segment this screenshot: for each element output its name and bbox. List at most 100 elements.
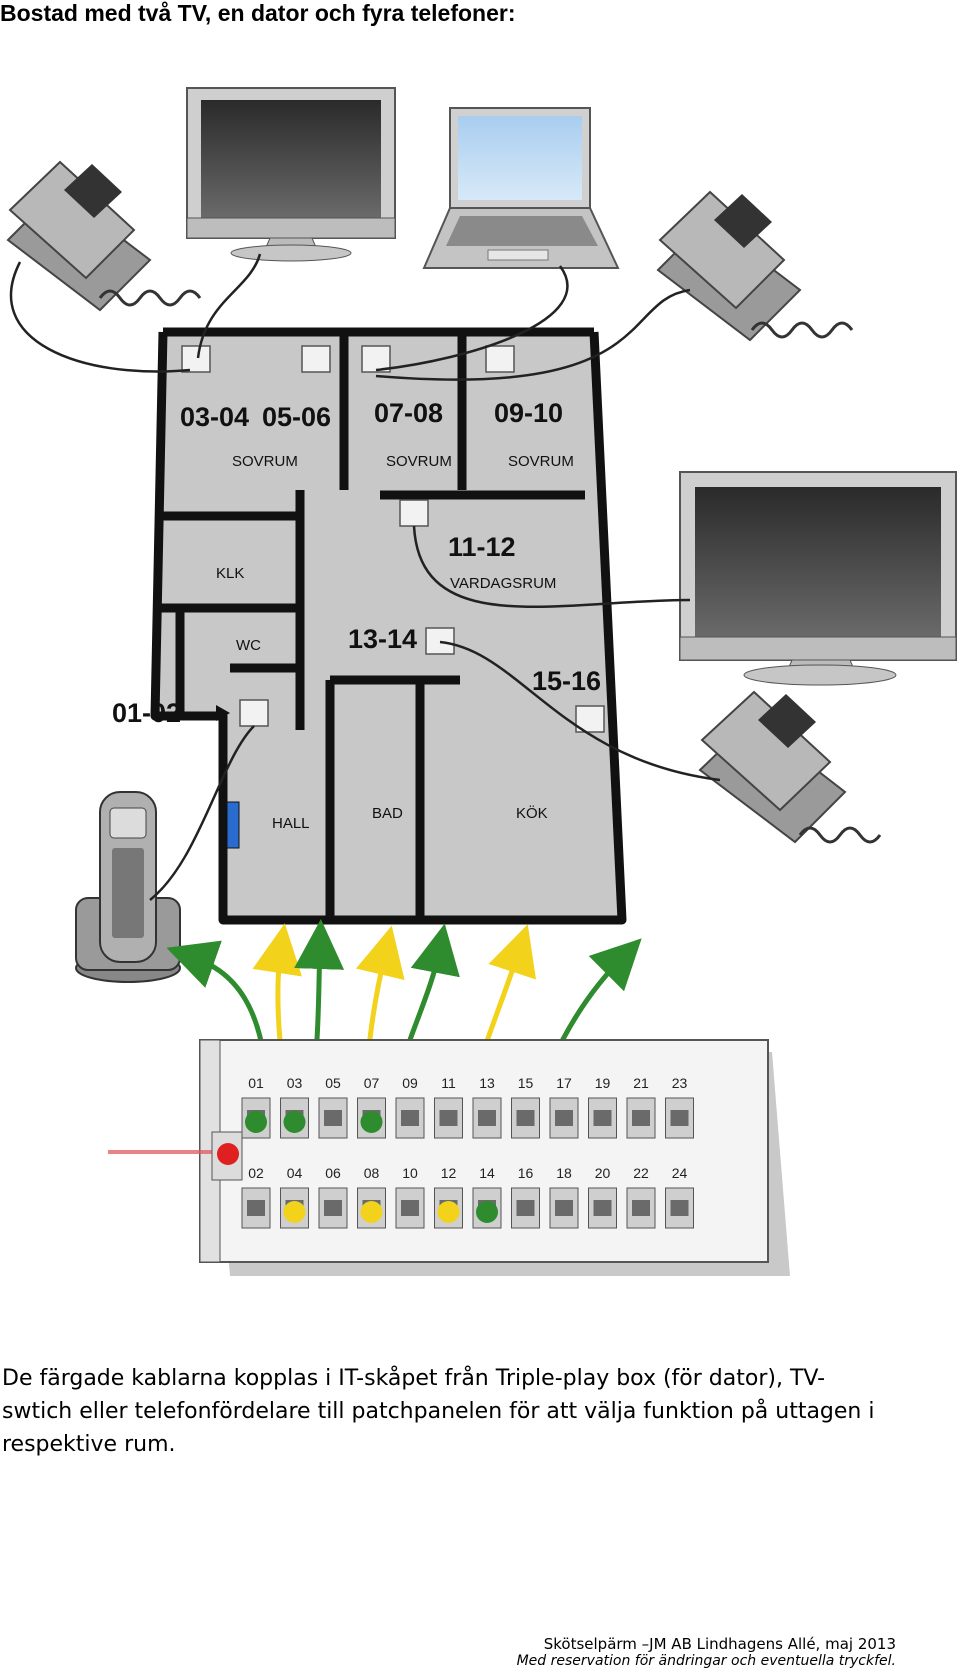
- patch-port: 05: [318, 1075, 348, 1139]
- patch-port-socket: [324, 1110, 342, 1126]
- patch-port: 06: [318, 1165, 348, 1229]
- patch-port: 02: [241, 1165, 271, 1229]
- patch-port: 22: [626, 1165, 656, 1229]
- patch-port-label: 19: [595, 1075, 611, 1091]
- patch-port-label: 09: [402, 1075, 418, 1091]
- patch-port-label: 20: [595, 1165, 611, 1181]
- room-label-hall: HALL: [272, 815, 310, 832]
- patch-port: 16: [511, 1165, 540, 1229]
- room-label-sovrum: SOVRUM: [386, 453, 452, 470]
- desk-phone-icon: [6, 160, 152, 312]
- patch-port: 21: [626, 1075, 656, 1139]
- patch-port-label: 11: [441, 1075, 456, 1091]
- patch-port-socket: [478, 1110, 496, 1126]
- patch-port: 11: [434, 1075, 463, 1139]
- patch-port-label: 22: [633, 1165, 649, 1181]
- patch-port-socket: [670, 1200, 689, 1216]
- patch-port-socket: [439, 1110, 458, 1126]
- floor-plan: [150, 327, 627, 925]
- patch-port-socket: [555, 1200, 573, 1216]
- footer-line-1: Skötselpärm –JM AB Lindhagens Allé, maj …: [543, 1635, 896, 1653]
- patch-cable-plug: [283, 1111, 306, 1133]
- patch-port-socket: [593, 1110, 612, 1126]
- patch-port: 23: [665, 1075, 694, 1139]
- port-grid: 01 03 05 07 09 11 13 15 17 19 21 23 02 04 06 08 10 12 14 16…: [241, 1075, 694, 1229]
- laptop-icon: [422, 107, 620, 269]
- patch-port-socket: [670, 1110, 689, 1126]
- patch-port-label: 13: [479, 1075, 495, 1091]
- patch-port-label: 17: [556, 1075, 572, 1091]
- patch-port-label: 21: [633, 1075, 649, 1091]
- patch-port-socket: [516, 1200, 535, 1216]
- patch-port: 15: [511, 1075, 540, 1139]
- patch-cable-plug: [245, 1111, 267, 1133]
- footer-line-2: Med reservation för ändringar och eventu…: [516, 1653, 896, 1669]
- patch-port: 17: [549, 1075, 579, 1139]
- room-label-klk: KLK: [216, 565, 244, 582]
- cordless-phone-icon: [75, 791, 181, 983]
- patch-port-label: 14: [479, 1165, 495, 1181]
- desk-phone-icon: [656, 190, 802, 342]
- patch-port: 20: [588, 1165, 617, 1229]
- patch-port-socket: [555, 1110, 573, 1126]
- phone-cord: [98, 289, 882, 844]
- patch-port-socket: [324, 1200, 342, 1216]
- caption: De färgade kablarna kopplas i IT-skåpet …: [2, 1366, 875, 1457]
- patch-port-socket: [593, 1200, 612, 1216]
- device-cable: [9, 253, 721, 901]
- patch-port-label: 18: [556, 1165, 572, 1181]
- patch-port: 18: [549, 1165, 579, 1229]
- patch-port-label: 10: [402, 1165, 418, 1181]
- room-label-sovrum: SOVRUM: [232, 453, 298, 470]
- wall-outlet: [181, 345, 605, 733]
- patch-port-label: 24: [672, 1165, 688, 1181]
- patch-cable-plug: [476, 1201, 498, 1223]
- network-diagram: 03-04 05-06 07-08 09-10 11-12 13-14 15-1…: [6, 87, 957, 1276]
- desk-phone-icon: [698, 690, 847, 844]
- outlet-label-05-06: 05-06: [262, 402, 331, 432]
- patch-port-label: 02: [248, 1165, 264, 1181]
- patch-port: 19: [588, 1075, 617, 1139]
- patch-port-label: 07: [364, 1075, 380, 1091]
- patch-port-label: 04: [287, 1165, 303, 1181]
- patch-port: 09: [395, 1075, 425, 1139]
- patch-port-socket: [632, 1200, 650, 1216]
- outlet-label-07-08: 07-08: [374, 398, 443, 428]
- room-label-vardagsrum: VARDAGSRUM: [450, 575, 556, 592]
- patch-port-label: 12: [441, 1165, 457, 1181]
- patch-cable-plug: [283, 1201, 306, 1223]
- room-label-bad: BAD: [372, 805, 403, 822]
- patch-port: 07: [357, 1075, 386, 1139]
- patch-port: 04: [280, 1165, 309, 1229]
- patch-port-socket: [632, 1110, 650, 1126]
- patch-port: 14: [472, 1165, 502, 1229]
- tv-icon: [679, 471, 957, 686]
- patch-port: 24: [665, 1165, 694, 1229]
- outlet-label-03-04: 03-04: [180, 402, 249, 432]
- patch-cable-plug: [360, 1111, 383, 1133]
- outlet-label-15-16: 15-16: [532, 666, 601, 696]
- outlet-label-01-02: 01-02: [112, 698, 181, 728]
- room-label-kok: KÖK: [516, 804, 548, 822]
- outlet-label-13-14: 13-14: [348, 624, 417, 654]
- patch-port-label: 06: [325, 1165, 341, 1181]
- patch-port: 01: [241, 1075, 271, 1139]
- patch-port-label: 03: [287, 1075, 303, 1091]
- patch-port: 03: [280, 1075, 309, 1139]
- patch-port-label: 16: [518, 1165, 534, 1181]
- patch-port-label: 15: [518, 1075, 534, 1091]
- patch-port-label: 08: [364, 1165, 380, 1181]
- outlet-label-11-12: 11-12: [448, 532, 516, 562]
- tv-icon: [186, 87, 396, 262]
- patch-port: 08: [357, 1165, 386, 1229]
- input-jack: [211, 1131, 243, 1181]
- arrow-icon: [186, 705, 230, 721]
- patch-port-label: 23: [672, 1075, 688, 1091]
- patch-port: 12: [434, 1165, 463, 1229]
- patch-port-socket: [401, 1200, 419, 1216]
- patch-port: 10: [395, 1165, 425, 1229]
- room-label-wc: WC: [236, 637, 261, 654]
- patch-port-socket: [516, 1110, 535, 1126]
- patch-port-socket: [401, 1110, 419, 1126]
- patch-port-socket: [247, 1200, 265, 1216]
